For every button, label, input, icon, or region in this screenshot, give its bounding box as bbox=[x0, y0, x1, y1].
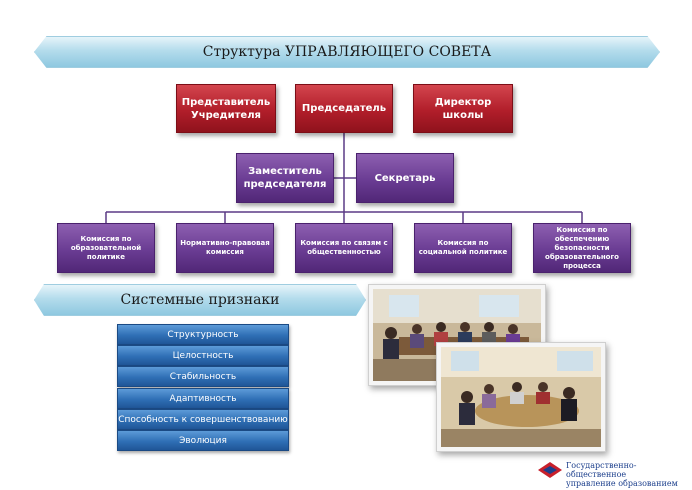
director-label: Директор школы bbox=[414, 96, 512, 122]
secretary-label: Секретарь bbox=[375, 172, 436, 185]
feature-item: Целостность bbox=[117, 345, 289, 366]
chairman-box: Председатель bbox=[295, 84, 393, 133]
feature-label: Стабильность bbox=[170, 372, 236, 382]
commission-box: Комиссия по обеспечению безопасности обр… bbox=[533, 223, 631, 273]
feature-item: Адаптивность bbox=[117, 388, 289, 409]
commission-box: Комиссия по образовательной политике bbox=[57, 223, 155, 273]
logo-line-2: управление образованием bbox=[566, 479, 692, 488]
feature-item: Структурность bbox=[117, 324, 289, 345]
logo-line-1: Государственно-общественное bbox=[566, 461, 692, 479]
feature-label: Эволюция bbox=[179, 436, 227, 446]
founder-representative-label: Представитель Учредителя bbox=[177, 96, 275, 122]
meeting-photo-2-image bbox=[437, 343, 605, 451]
title-banner: Структура УПРАВЛЯЮЩЕГО СОВЕТА bbox=[34, 36, 660, 68]
feature-label: Структурность bbox=[167, 330, 238, 340]
chairman-label: Председатель bbox=[302, 102, 386, 115]
feature-item: Эволюция bbox=[117, 430, 289, 451]
commission-box: Комиссия по социальной политике bbox=[414, 223, 512, 273]
deputy-chairman-box: Заместитель председателя bbox=[236, 153, 334, 203]
feature-item: Стабильность bbox=[117, 366, 289, 387]
logo-icon bbox=[536, 460, 566, 480]
deputy-chairman-label: Заместитель председателя bbox=[237, 165, 333, 191]
feature-label: Способность к совершенствованию bbox=[118, 415, 288, 425]
feature-label: Адаптивность bbox=[169, 394, 236, 404]
commission-box: Комиссия по связям с общественностью bbox=[295, 223, 393, 273]
secretary-box: Секретарь bbox=[356, 153, 454, 203]
commission-label: Комиссия по образовательной политике bbox=[60, 235, 152, 262]
meeting-photo-2 bbox=[436, 342, 606, 452]
founder-representative-box: Представитель Учредителя bbox=[176, 84, 276, 133]
commission-label: Комиссия по обеспечению безопасности обр… bbox=[536, 226, 628, 271]
page-title: Структура УПРАВЛЯЮЩЕГО СОВЕТА bbox=[203, 44, 492, 60]
logo-text: Государственно-общественное управление о… bbox=[566, 461, 692, 488]
features-banner: Системные признаки bbox=[34, 284, 366, 316]
commission-label: Нормативно-правовая комиссия bbox=[179, 239, 271, 257]
commission-box: Нормативно-правовая комиссия bbox=[176, 223, 274, 273]
commission-label: Комиссия по связям с общественностью bbox=[298, 239, 390, 257]
features-title: Системные признаки bbox=[120, 292, 279, 308]
feature-label: Целостность bbox=[173, 351, 234, 361]
commission-label: Комиссия по социальной политике bbox=[417, 239, 509, 257]
feature-item: Способность к совершенствованию bbox=[117, 409, 289, 430]
director-box: Директор школы bbox=[413, 84, 513, 133]
